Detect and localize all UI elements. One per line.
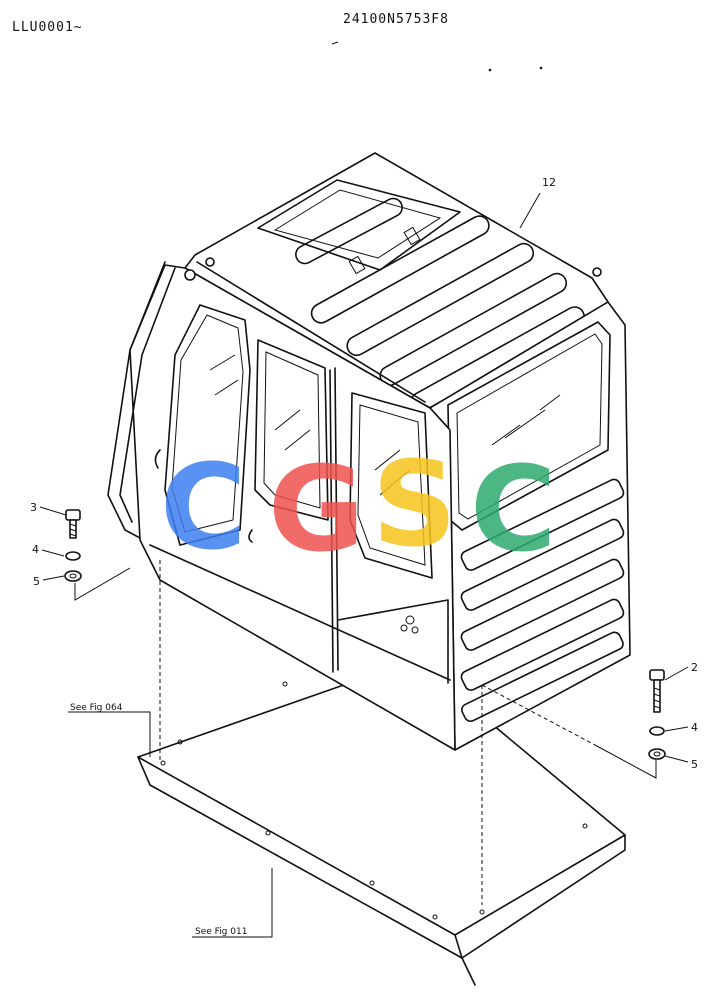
watermark-letter-s: S (372, 435, 457, 573)
part-number: 24100N5753F8 (343, 12, 449, 27)
callout-bolt-left: 3 (30, 501, 37, 514)
bolt-right (649, 669, 665, 713)
lockwasher-right (648, 748, 666, 760)
washer-right (649, 726, 665, 736)
see-fig-upper-reference: See Fig 064 (70, 703, 123, 713)
document-code: LLU0001~ (12, 20, 83, 35)
bolt-left (65, 509, 81, 539)
watermark-letter-g: G (268, 440, 365, 578)
speck (331, 41, 339, 45)
floor-plate (137, 659, 626, 986)
leader-lines (39, 192, 689, 938)
watermark-letter-c1: C (160, 438, 247, 576)
callout-lockwasher-right: 5 (691, 758, 698, 771)
callout-bolt-right: 2 (691, 661, 698, 674)
speck (488, 68, 492, 72)
callout-lockwasher-left: 5 (33, 575, 40, 588)
cgsc-watermark: C G S C (160, 435, 557, 578)
operator-cab (107, 152, 631, 751)
see-fig-lower-reference: See Fig 011 (195, 927, 247, 937)
speck (539, 66, 543, 70)
callout-cab: 12 (542, 176, 556, 189)
lockwasher-left (64, 570, 82, 582)
callout-washer-right: 4 (691, 721, 698, 734)
washer-left (65, 551, 81, 561)
mounting-guide-lines (159, 560, 596, 905)
watermark-letter-c2: C (470, 440, 557, 578)
callout-washer-left: 4 (32, 543, 39, 556)
